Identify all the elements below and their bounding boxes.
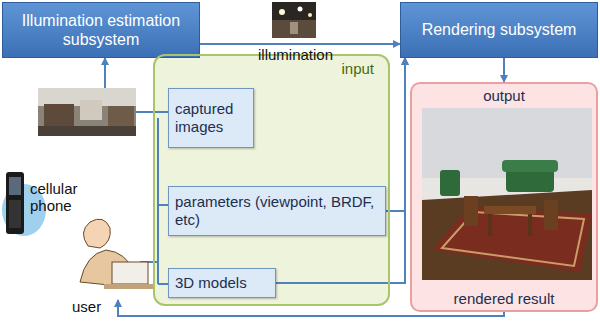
illumination-label: illumination (258, 46, 338, 63)
node-title: captured images (175, 100, 247, 136)
input-box: captured images (168, 88, 254, 148)
node-title: input (341, 60, 374, 77)
flow-arrow (276, 58, 405, 283)
output-panel: output rendered result (410, 82, 598, 312)
node-title: output (483, 87, 525, 104)
rendered-image (422, 108, 592, 280)
input-box: parameters (viewpoint, BRDF, etc) (168, 186, 386, 236)
node-title: Rendering subsystem (422, 20, 577, 39)
user-figure (80, 219, 154, 289)
input-panel: input captured images parameters (viewpoin… (153, 54, 390, 306)
flow-arrow (200, 43, 400, 45)
feedback-arrow (118, 300, 504, 316)
node-title: Illumination estimation subsystem (11, 11, 191, 49)
node-title: parameters (viewpoint, BRDF, etc) (175, 193, 379, 229)
user-wire (157, 118, 159, 284)
user-wire (158, 283, 168, 285)
captured-photo (38, 88, 136, 136)
subsystem-box: Rendering subsystem (400, 2, 598, 58)
user-label: user (72, 298, 112, 315)
user-wire (158, 204, 168, 206)
node-title: 3D models (175, 274, 247, 292)
node-caption: rendered result (454, 290, 555, 307)
device-label: cellular phone (30, 180, 96, 215)
subsystem-box: Illumination estimation subsystem (2, 2, 200, 58)
illumination-map (272, 2, 316, 38)
flow-arrow (503, 58, 505, 82)
input-box: 3D models (168, 268, 276, 298)
